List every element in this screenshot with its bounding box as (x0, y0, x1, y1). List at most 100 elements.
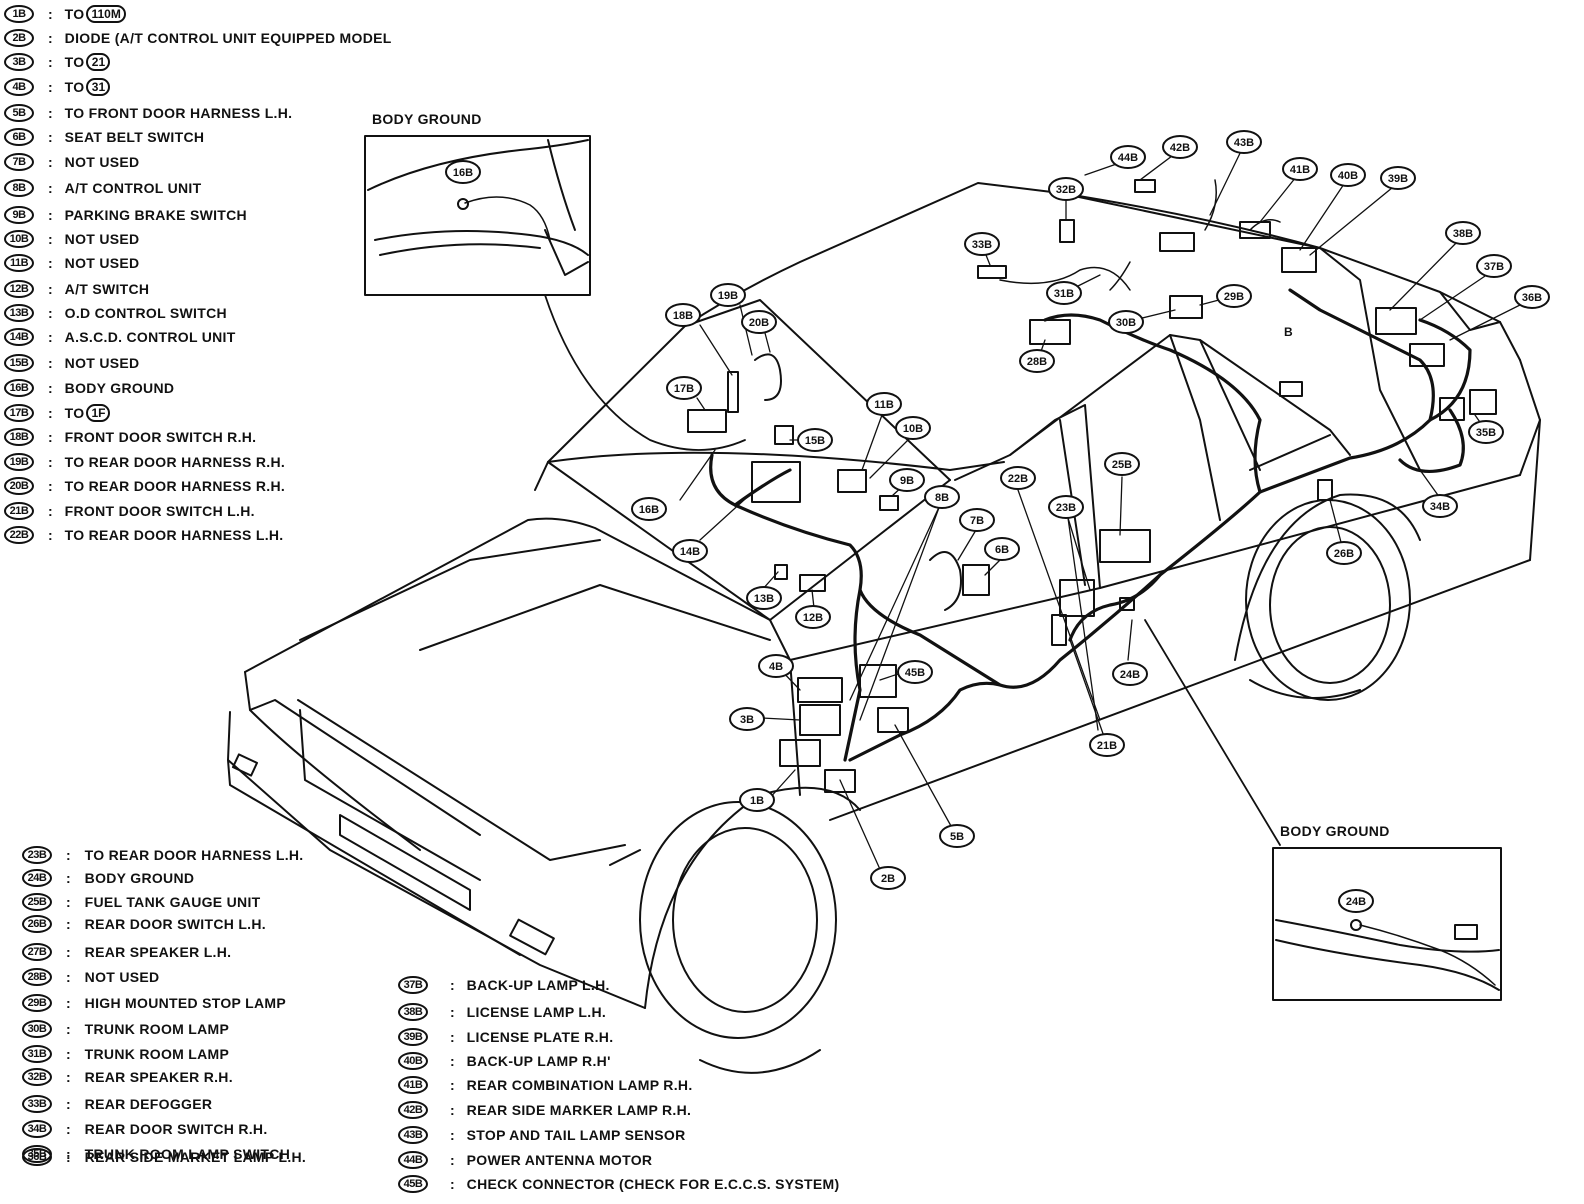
callout-28b: 28B (1019, 349, 1055, 373)
legend-row: 15B:NOT USED (4, 352, 139, 374)
callout-20b: 20B (741, 310, 777, 334)
legend-code-badge: 29B (22, 994, 52, 1012)
callout-label: 6B (995, 544, 1009, 556)
callout-label: 24B (1120, 669, 1140, 681)
legend-row: 19B:TO REAR DOOR HARNESS R.H. (4, 451, 285, 473)
callout-bubble (1282, 157, 1318, 181)
legend-row: 39B:LICENSE PLATE R.H. (398, 1026, 613, 1048)
callout-bubble (1104, 452, 1140, 476)
callout-label: 34B (1430, 501, 1450, 513)
legend-row: 26B:REAR DOOR SWITCH L.H. (22, 913, 266, 935)
legend-row: 10B:NOT USED (4, 228, 139, 250)
legend-code-badge: 32B (22, 1068, 52, 1086)
legend-description: REAR SPEAKER R.H. (84, 1069, 233, 1085)
callout-label: 37B (1484, 261, 1504, 273)
legend-code-badge: 16B (4, 379, 34, 397)
legend-row: 21B:FRONT DOOR SWITCH L.H. (4, 500, 255, 522)
legend-code-badge: 9B (4, 206, 34, 224)
diagram-callouts: 1B2B3B4B5B6B7B8B9B10B11B12B13B14B15B16B1… (631, 130, 1550, 890)
legend-row: 23B:TO REAR DOOR HARNESS L.H. (22, 844, 303, 866)
legend-colon: : (450, 1004, 455, 1020)
legend-code-badge: 30B (22, 1020, 52, 1038)
callout-36b: 36B (1514, 285, 1550, 309)
legend-colon: : (66, 870, 71, 886)
callout-label: 17B (674, 383, 694, 395)
legend-colon: : (48, 180, 53, 196)
callout-1b: 1B (739, 788, 775, 812)
callout-label: 3B (740, 714, 754, 726)
callout-bubble (939, 824, 975, 848)
callout-label: 21B (1097, 740, 1117, 752)
legend-description: REAR SPEAKER L.H. (84, 944, 232, 960)
callout-bubble (631, 497, 667, 521)
legend-colon: : (450, 977, 455, 993)
legend-code-badge: 37B (398, 976, 428, 994)
legend-description: LICENSE PLATE R.H. (466, 1029, 614, 1045)
legend-code-badge: 34B (22, 1120, 52, 1138)
legend-description: TRUNK ROOM LAMP SWITCH (84, 1146, 291, 1162)
legend-description: BACK-UP LAMP L.H. (466, 977, 610, 993)
callout-bubble (739, 788, 775, 812)
legend-colon: : (66, 916, 71, 932)
legend-prefix: TO (64, 405, 85, 421)
legend-colon: : (450, 1053, 455, 1069)
legend-description: A/T CONTROL UNIT (64, 180, 202, 196)
legend-description: FRONT DOOR SWITCH R.H. (64, 429, 257, 445)
legend-description: REAR DEFOGGER (84, 1096, 213, 1112)
callout-6b: 6B (984, 537, 1020, 561)
callout-bubble (746, 586, 782, 610)
callout-label: 12B (803, 612, 823, 624)
callout-bubble (1476, 254, 1512, 278)
legend-colon: : (66, 1069, 71, 1085)
legend-code-badge: 21B (4, 502, 34, 520)
legend-code-badge: 38B (398, 1003, 428, 1021)
legend-description: A/T SWITCH (64, 281, 150, 297)
callout-10b: 10B (895, 416, 931, 440)
inset-bottom-marker-bubble (1338, 889, 1374, 913)
legend-ref-badge: 21 (86, 53, 111, 71)
callout-31b: 31B (1046, 281, 1082, 305)
callout-bubble (1048, 495, 1084, 519)
legend-code-badge: 11B (4, 254, 34, 272)
callout-label: 26B (1334, 548, 1354, 560)
legend-code-badge: 6B (4, 128, 34, 146)
legend-colon: : (48, 281, 53, 297)
legend-code-badge: 36B (22, 1148, 52, 1166)
legend-row: 30B:TRUNK ROOM LAMP (22, 1018, 229, 1040)
legend-colon: : (66, 1096, 71, 1112)
legend-row: 20B:TO REAR DOOR HARNESS R.H. (4, 475, 285, 497)
inset-bottom-title: BODY GROUND (1280, 823, 1390, 839)
legend-colon: : (48, 105, 53, 121)
callout-label: 44B (1118, 152, 1138, 164)
callout-34b: 34B (1422, 494, 1458, 518)
callout-label: 41B (1290, 164, 1310, 176)
legend-row: 13B:O.D CONTROL SWITCH (4, 302, 227, 324)
callout-12b: 12B (795, 605, 831, 629)
callout-label: 40B (1338, 170, 1358, 182)
inset-bottom-frame (1272, 847, 1502, 1001)
legend-code-badge: 27B (22, 943, 52, 961)
callout-bubble (797, 428, 833, 452)
legend-row: 33B: REAR DEFOGGER (22, 1093, 212, 1115)
callout-3b: 3B (729, 707, 765, 731)
legend-colon: : (48, 255, 53, 271)
callout-label: 43B (1234, 137, 1254, 149)
legend-code-badge: 33B (22, 1095, 52, 1113)
callout-bubble (729, 707, 765, 731)
legend-description: TRUNK ROOM LAMP (84, 1046, 230, 1062)
legend-colon: : (48, 6, 53, 22)
legend-code-badge: 13B (4, 304, 34, 322)
legend-code-badge: 20B (4, 477, 34, 495)
legend-colon: : (450, 1029, 455, 1045)
callout-42b: 42B (1162, 135, 1198, 159)
callout-bubble (710, 283, 746, 307)
legend-colon: : (48, 503, 53, 519)
legend-row: 43B:STOP AND TAIL LAMP SENSOR (398, 1124, 686, 1146)
legend-colon: : (48, 30, 53, 46)
legend-row: 42B:REAR SIDE MARKER LAMP R.H. (398, 1099, 691, 1121)
callout-bubble (1000, 466, 1036, 490)
inset-top-frame (364, 135, 591, 296)
legend-description: REAR SIDE MARKET LAMP L.H. (84, 1149, 307, 1165)
callout-label: 7B (970, 515, 984, 527)
